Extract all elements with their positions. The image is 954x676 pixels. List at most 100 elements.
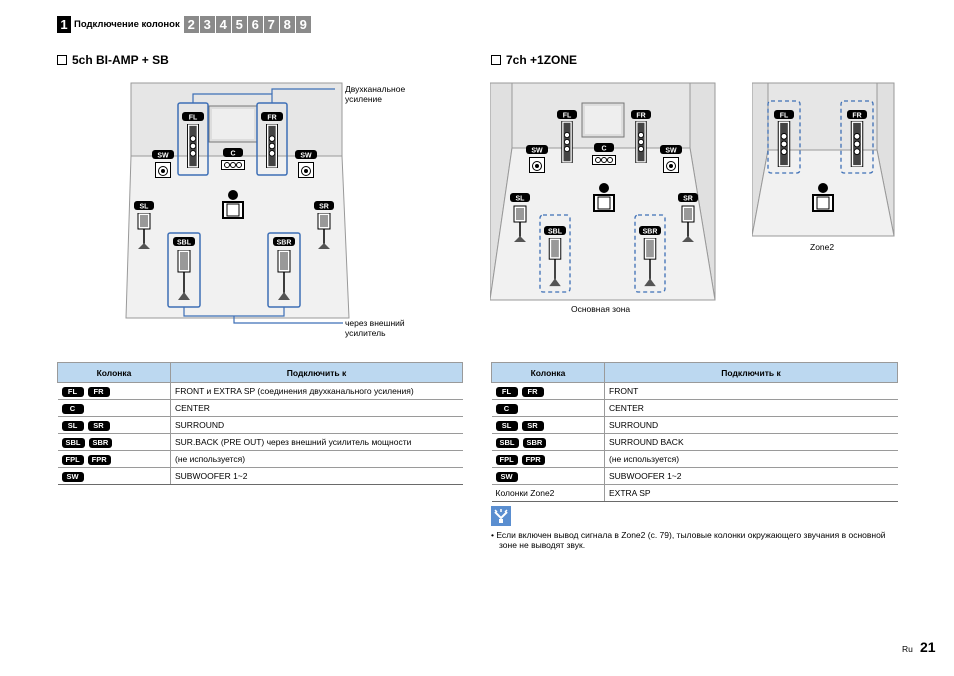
step-3[interactable]: 3 <box>199 16 215 33</box>
speaker-badge: SL <box>495 420 518 431</box>
speaker-badge: SL <box>61 420 84 431</box>
speaker-sw-left: SW <box>526 145 548 173</box>
speaker-sbr: SBR <box>273 237 295 301</box>
speaker-sw-right: SW <box>295 150 317 178</box>
zone2-highlight-left <box>767 100 801 174</box>
checkbox-icon <box>491 55 501 65</box>
speaker-badge: FPL <box>61 454 84 465</box>
table-cell-value: SURROUND <box>170 416 463 434</box>
svg-text:SW: SW <box>300 153 312 160</box>
speaker-badge: SBL <box>61 437 85 448</box>
speaker-badge: SR <box>87 420 110 431</box>
column-header-speaker: Колонка <box>491 362 605 383</box>
svg-text:FL: FL <box>780 113 789 120</box>
speaker-sw-left: SW <box>152 150 174 178</box>
speaker-badge: SR <box>521 420 544 431</box>
svg-text:SBR: SBR <box>277 240 292 247</box>
column-header-connect: Подключить к <box>604 362 898 383</box>
svg-text:FR: FR <box>267 115 276 122</box>
active-step[interactable]: 1 <box>57 16 71 33</box>
column-header-speaker: Колонка <box>57 362 171 383</box>
speaker-sbl: SBL <box>173 237 195 301</box>
step-title: Подключение колонок <box>74 19 180 30</box>
note-external-amp: через внешний усилитель <box>345 318 405 338</box>
table-cell-value: SURROUND <box>604 416 898 434</box>
speaker-badge: SBR <box>522 437 547 448</box>
speaker-fr: FR <box>261 112 283 168</box>
table-cell-value: EXTRA SP <box>604 484 898 502</box>
step-4[interactable]: 4 <box>215 16 231 33</box>
main-zone-label: Основная зона <box>571 304 631 314</box>
svg-text:FR: FR <box>636 113 645 120</box>
svg-text:FL: FL <box>563 113 572 120</box>
speaker-badge: FR <box>521 386 544 397</box>
table-row: C CENTER <box>491 399 898 417</box>
svg-text:SBL: SBL <box>548 229 563 236</box>
table-cell-value: SURROUND BACK <box>604 433 898 451</box>
svg-text:SL: SL <box>140 204 150 211</box>
table-cell-speaker: Колонки Zone2 <box>491 484 605 502</box>
speaker-sbl: SBL <box>544 226 566 287</box>
tip-text: • Если включен вывод сигнала в Zone2 (с.… <box>491 530 886 550</box>
step-5[interactable]: 5 <box>231 16 247 33</box>
speaker-badge: FPL <box>495 454 518 465</box>
speaker-sl: SL <box>134 201 154 250</box>
zone2-off-highlight-left <box>539 214 571 293</box>
speaker-badge: SBR <box>88 437 113 448</box>
speaker-sr: SR <box>678 193 698 243</box>
table-row: C CENTER <box>57 399 463 417</box>
speaker-c: C <box>592 143 616 165</box>
speaker-badge: SW <box>61 471 84 482</box>
table-row: SW SUBWOOFER 1~2 <box>57 467 463 485</box>
svg-text:SW: SW <box>531 148 543 155</box>
diagram-5ch-biamp: FL FR C SW SW SL SR SBL SBR <box>125 82 350 324</box>
zone2-label: Zone2 <box>810 242 835 252</box>
step-6[interactable]: 6 <box>247 16 263 33</box>
speaker-badge: FL <box>61 386 84 397</box>
svg-text:FR: FR <box>852 113 861 120</box>
step-7[interactable]: 7 <box>263 16 279 33</box>
svg-text:SW: SW <box>157 153 169 160</box>
table-cell-value: CENTER <box>604 399 898 417</box>
table-row: Колонки Zone2 EXTRA SP <box>491 484 898 502</box>
speaker-badge: FPR <box>521 454 545 465</box>
table-cell-value: SUR.BACK (PRE OUT) через внешний усилите… <box>170 433 463 451</box>
table-cell-value: FRONT и EXTRA SP (соединения двухканальн… <box>170 382 463 400</box>
step-navigation: 1 Подключение колонок 2 3 4 5 6 7 8 9 <box>57 16 312 33</box>
tip-icon <box>491 506 511 526</box>
speaker-badge: FPR <box>87 454 111 465</box>
svg-text:SR: SR <box>683 196 693 203</box>
step-2[interactable]: 2 <box>183 16 199 33</box>
table-cell-value: SUBWOOFER 1~2 <box>604 467 898 485</box>
speaker-fr: FR <box>631 110 651 163</box>
speaker-sl: SL <box>510 193 530 243</box>
table-cell-value: SUBWOOFER 1~2 <box>170 467 463 485</box>
diagram-7ch-main-zone: FL FR C SW SW SL SR SBL SBR <box>490 82 716 301</box>
step-9[interactable]: 9 <box>295 16 311 33</box>
step-8[interactable]: 8 <box>279 16 295 33</box>
speaker-badge: FR <box>87 386 110 397</box>
section-title-right: 7ch +1ZONE <box>491 53 577 67</box>
svg-text:SL: SL <box>516 196 526 203</box>
svg-text:FL: FL <box>189 115 198 122</box>
table-row: SW SUBWOOFER 1~2 <box>491 467 898 485</box>
zone2-off-highlight-right <box>634 214 666 293</box>
speaker-sbr: SBR <box>639 226 661 287</box>
speaker-badge: SBL <box>495 437 519 448</box>
table-cell-value: (не используется) <box>604 450 898 468</box>
speaker-fl: FL <box>182 112 204 168</box>
speaker-c: C <box>221 148 245 170</box>
zone2-speaker-fr: FR <box>847 110 867 167</box>
speaker-badge: SW <box>495 471 518 482</box>
speaker-sr: SR <box>314 201 334 250</box>
svg-text:SBR: SBR <box>643 229 658 236</box>
svg-text:SBL: SBL <box>177 240 192 247</box>
svg-text:C: C <box>601 146 606 153</box>
note-biamp: Двухканальное усиление <box>345 84 406 104</box>
